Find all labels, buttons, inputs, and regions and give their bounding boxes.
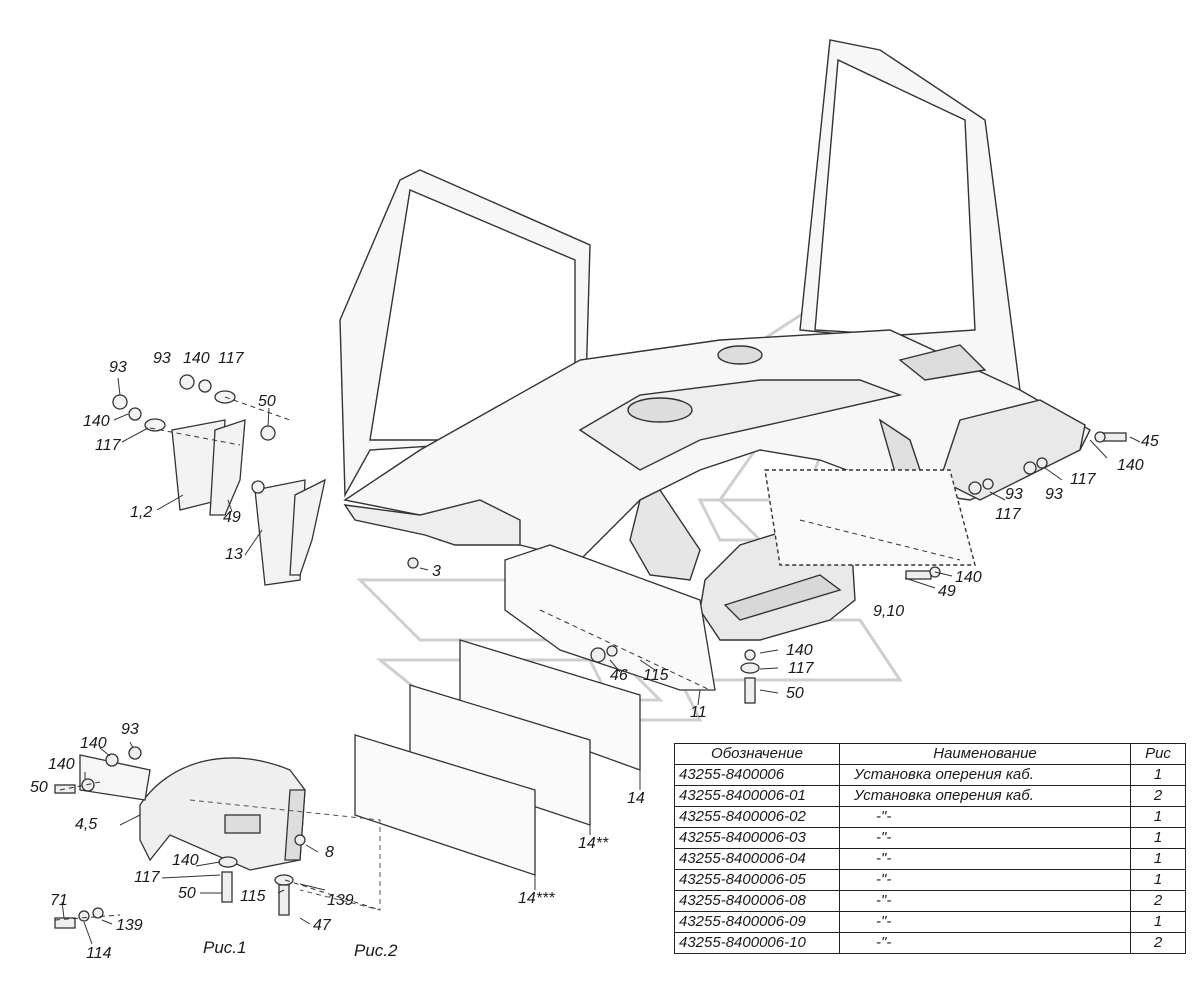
cell-name: -"- — [839, 869, 1131, 891]
callout-14-triple-star: 14*** — [518, 890, 555, 907]
cell-code: 43255-8400006-09 — [674, 911, 840, 933]
callout-50: 50 — [178, 885, 196, 902]
cell-code: 43255-8400006-03 — [674, 827, 840, 849]
cell-name: -"- — [839, 911, 1131, 933]
callout-140: 140 — [83, 413, 110, 430]
callout-139: 139 — [116, 917, 143, 934]
left-mudflap-parts — [112, 374, 326, 586]
leader-lines — [54, 377, 1141, 945]
column-header-fig: Рис — [1130, 743, 1186, 765]
table-row: 43255-8400006-02-"-1 — [674, 806, 1186, 828]
callout-47: 47 — [313, 917, 331, 934]
cell-fig: 2 — [1130, 890, 1186, 912]
callout-117: 117 — [95, 437, 121, 454]
right-skirt — [764, 469, 976, 566]
callout-93: 93 — [1045, 486, 1063, 503]
table-row: 43255-8400006-03-"-1 — [674, 827, 1186, 849]
cell-name: -"- — [839, 806, 1131, 828]
callout-93: 93 — [1005, 486, 1023, 503]
cell-fig: 1 — [1130, 869, 1186, 891]
cell-code: 43255-8400006 — [674, 764, 840, 786]
table-row: 43255-8400006-04-"-1 — [674, 848, 1186, 870]
callout-93: 93 — [121, 721, 139, 738]
cell-name: Установка оперения каб. — [839, 785, 1131, 807]
callout-46: 46 — [610, 667, 628, 684]
cell-code: 43255-8400006-04 — [674, 848, 840, 870]
callout-9-10: 9,10 — [873, 603, 905, 620]
cab-body — [339, 39, 1091, 641]
callout-50: 50 — [786, 685, 804, 702]
callout-139: 139 — [327, 892, 354, 909]
callout-3: 3 — [432, 563, 441, 580]
callout-14: 14 — [627, 790, 645, 807]
callout-13: 13 — [225, 546, 243, 563]
table-row: 43255-8400006-10-"-2 — [674, 932, 1186, 954]
column-header-name: Наименование — [839, 743, 1131, 765]
table-row: 43255-8400006-08-"-2 — [674, 890, 1186, 912]
cell-fig: 1 — [1130, 764, 1186, 786]
cell-fig: 1 — [1130, 911, 1186, 933]
callout-140: 140 — [80, 735, 107, 752]
cell-code: 43255-8400006-05 — [674, 869, 840, 891]
column-header-code: Обозначение — [674, 743, 840, 765]
center-bracket — [629, 489, 701, 581]
callout-50: 50 — [258, 393, 276, 410]
callout-117: 117 — [218, 350, 244, 367]
callout-4-5: 4,5 — [75, 816, 98, 833]
callout-93: 93 — [109, 359, 127, 376]
callout-114: 114 — [86, 945, 112, 962]
callout-49: 49 — [938, 583, 956, 600]
table-header-row: Обозначение Наименование Рис — [674, 743, 1186, 765]
parts-table: Обозначение Наименование Рис 43255-84000… — [674, 743, 1186, 954]
callout-1-2: 1,2 — [130, 504, 153, 521]
cell-code: 43255-8400006-10 — [674, 932, 840, 954]
callout-11: 11 — [690, 704, 707, 721]
figure-1-caption: Рис.1 — [203, 938, 247, 957]
cell-name: -"- — [839, 848, 1131, 870]
cell-fig: 2 — [1130, 932, 1186, 954]
callout-93: 93 — [153, 350, 171, 367]
callout-8: 8 — [325, 844, 334, 861]
callout-140: 140 — [172, 852, 199, 869]
cell-fig: 1 — [1130, 806, 1186, 828]
callout-140: 140 — [183, 350, 210, 367]
callout-140: 140 — [786, 642, 813, 659]
callout-14-double-star: 14** — [578, 835, 609, 852]
fender-figure-1 — [54, 746, 306, 929]
cell-name: -"- — [839, 890, 1131, 912]
table-row: 43255-8400006-05-"-1 — [674, 869, 1186, 891]
left-front-panel — [343, 499, 521, 546]
callout-45: 45 — [1141, 433, 1159, 450]
callout-140: 140 — [48, 756, 75, 773]
cell-name: Установка оперения каб. — [839, 764, 1131, 786]
cell-code: 43255-8400006-08 — [674, 890, 840, 912]
cell-code: 43255-8400006-02 — [674, 806, 840, 828]
callout-50: 50 — [30, 779, 48, 796]
callout-49: 49 — [223, 509, 241, 526]
callout-117: 117 — [995, 506, 1021, 523]
cell-fig: 1 — [1130, 827, 1186, 849]
callout-117: 117 — [1070, 471, 1096, 488]
cell-name: -"- — [839, 827, 1131, 849]
callout-117: 117 — [134, 869, 160, 886]
cell-fig: 1 — [1130, 848, 1186, 870]
callout-115: 115 — [240, 888, 266, 905]
figure-2-caption: Рис.2 — [354, 941, 398, 960]
callout-117: 117 — [788, 660, 814, 677]
callout-140: 140 — [955, 569, 982, 586]
cell-fig: 2 — [1130, 785, 1186, 807]
cell-name: -"- — [839, 932, 1131, 954]
cell-code: 43255-8400006-01 — [674, 785, 840, 807]
callout-115: 115 — [643, 667, 669, 684]
callout-71: 71 — [50, 892, 68, 909]
panel-11 — [354, 544, 716, 876]
right-fasteners — [407, 431, 1127, 704]
table-row: 43255-8400006-09-"-1 — [674, 911, 1186, 933]
fender-figure-2-outline — [189, 799, 381, 911]
callout-140: 140 — [1117, 457, 1144, 474]
